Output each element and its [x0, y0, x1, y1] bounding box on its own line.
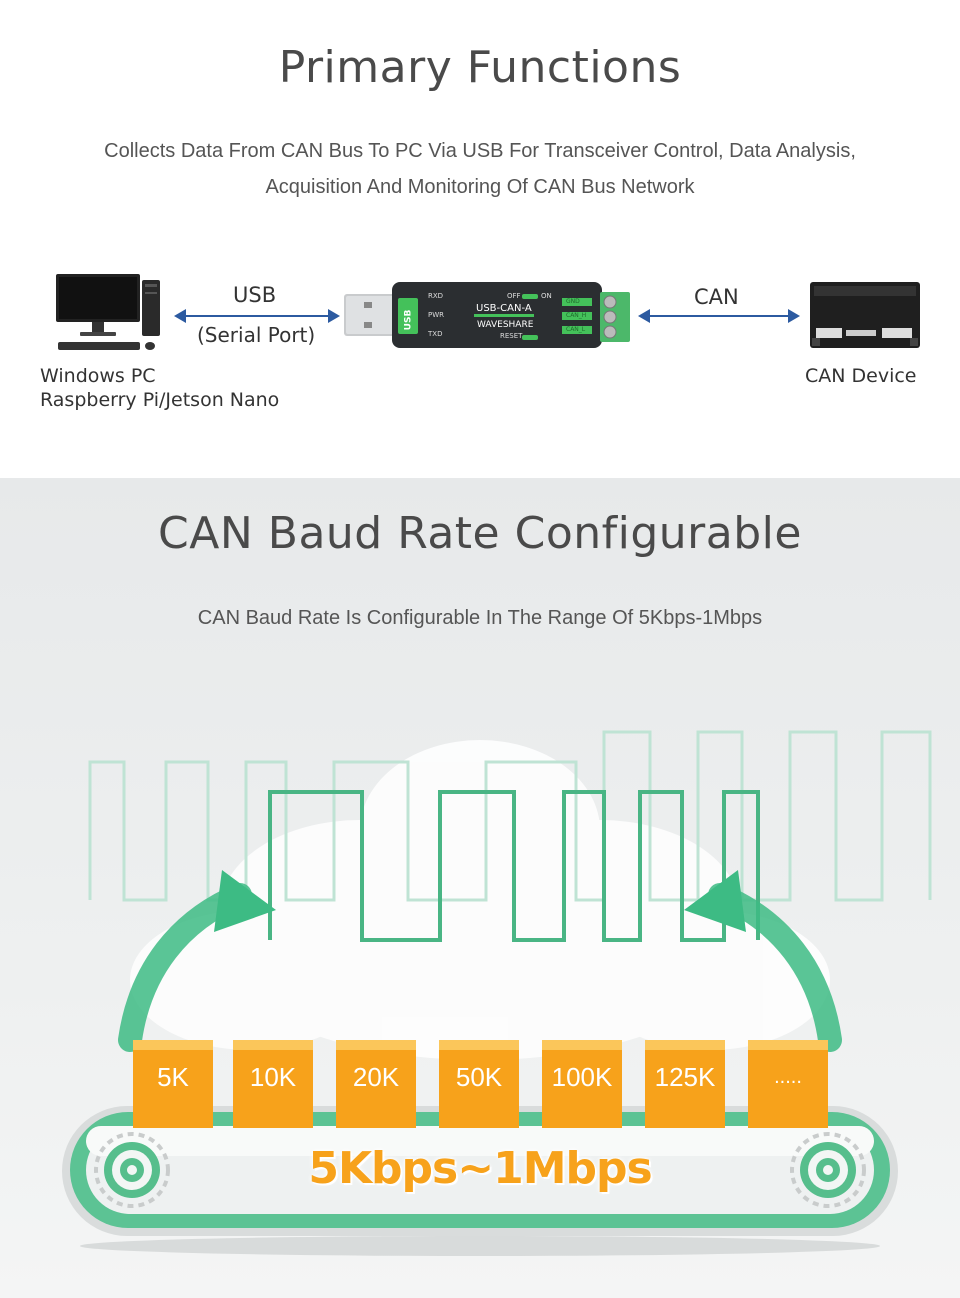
rate-box-5k [133, 1040, 213, 1128]
adapter-term-gnd: GND [566, 298, 580, 305]
usb-link-label: USB [233, 283, 277, 307]
rate-label: 125K [654, 1062, 716, 1092]
rate-box-more [748, 1040, 828, 1128]
section-subtitle-line2: Acquisition And Monitoring Of CAN Bus Ne… [265, 176, 695, 198]
primary-functions-section [0, 0, 960, 478]
section-title-baud-rate: CAN Baud Rate Configurable [158, 508, 802, 559]
rate-box-10k [233, 1040, 313, 1128]
baud-range-label: 5Kbps~1Mbps [308, 1143, 652, 1194]
adapter-term-canl: CAN_L [566, 326, 586, 333]
conveyor-belt-illustration [62, 1106, 898, 1256]
adapter-term-canh: CAN_H [566, 312, 587, 319]
rate-boxes [133, 1040, 828, 1128]
rate-label: 100K [551, 1062, 613, 1092]
adapter-brand: WAVESHARE [477, 320, 534, 330]
adapter-led-txd: TXD [428, 330, 443, 338]
rate-label: ..... [774, 1066, 802, 1088]
left-device-label-2: Raspberry Pi/Jetson Nano [40, 389, 280, 411]
adapter-usb-tag: USB [403, 309, 413, 331]
rate-box-125k [645, 1040, 725, 1128]
rate-label: 10K [249, 1062, 297, 1092]
section-subtitle-line1: Collects Data From CAN Bus To PC Via USB… [104, 140, 856, 162]
rate-label: 20K [352, 1062, 400, 1092]
adapter-reset: RESET [500, 332, 523, 340]
adapter-usb-tag-box: USB [398, 302, 418, 338]
can-device-icon [810, 282, 920, 348]
usb-link-sublabel: (Serial Port) [197, 323, 316, 347]
adapter-model: USB-CAN-A [476, 303, 532, 314]
rate-box-50k [439, 1040, 519, 1128]
desktop-pc-icon [56, 274, 160, 350]
right-device-label: CAN Device [805, 365, 917, 387]
section-title-primary-functions: Primary Functions [278, 42, 682, 93]
can-double-arrow-icon [638, 309, 800, 323]
rate-label: 5K [157, 1062, 189, 1092]
rate-box-20k [336, 1040, 416, 1128]
adapter-switch-on: ON [541, 292, 552, 300]
usb-can-adapter-image [344, 282, 630, 348]
can-link-label: CAN [694, 285, 739, 309]
rate-box-100k [542, 1040, 622, 1128]
adapter-led-pwr: PWR [428, 311, 445, 319]
adapter-led-rxd: RXD [428, 292, 444, 300]
signal-waveform-illustration [88, 730, 932, 1060]
section-subtitle-baud-rate: CAN Baud Rate Is Configurable In The Ran… [197, 607, 763, 629]
usb-double-arrow-icon [174, 309, 340, 323]
rate-label: 50K [455, 1062, 503, 1092]
adapter-switch-off: OFF [507, 292, 521, 300]
left-device-label-1: Windows PC [40, 365, 156, 387]
